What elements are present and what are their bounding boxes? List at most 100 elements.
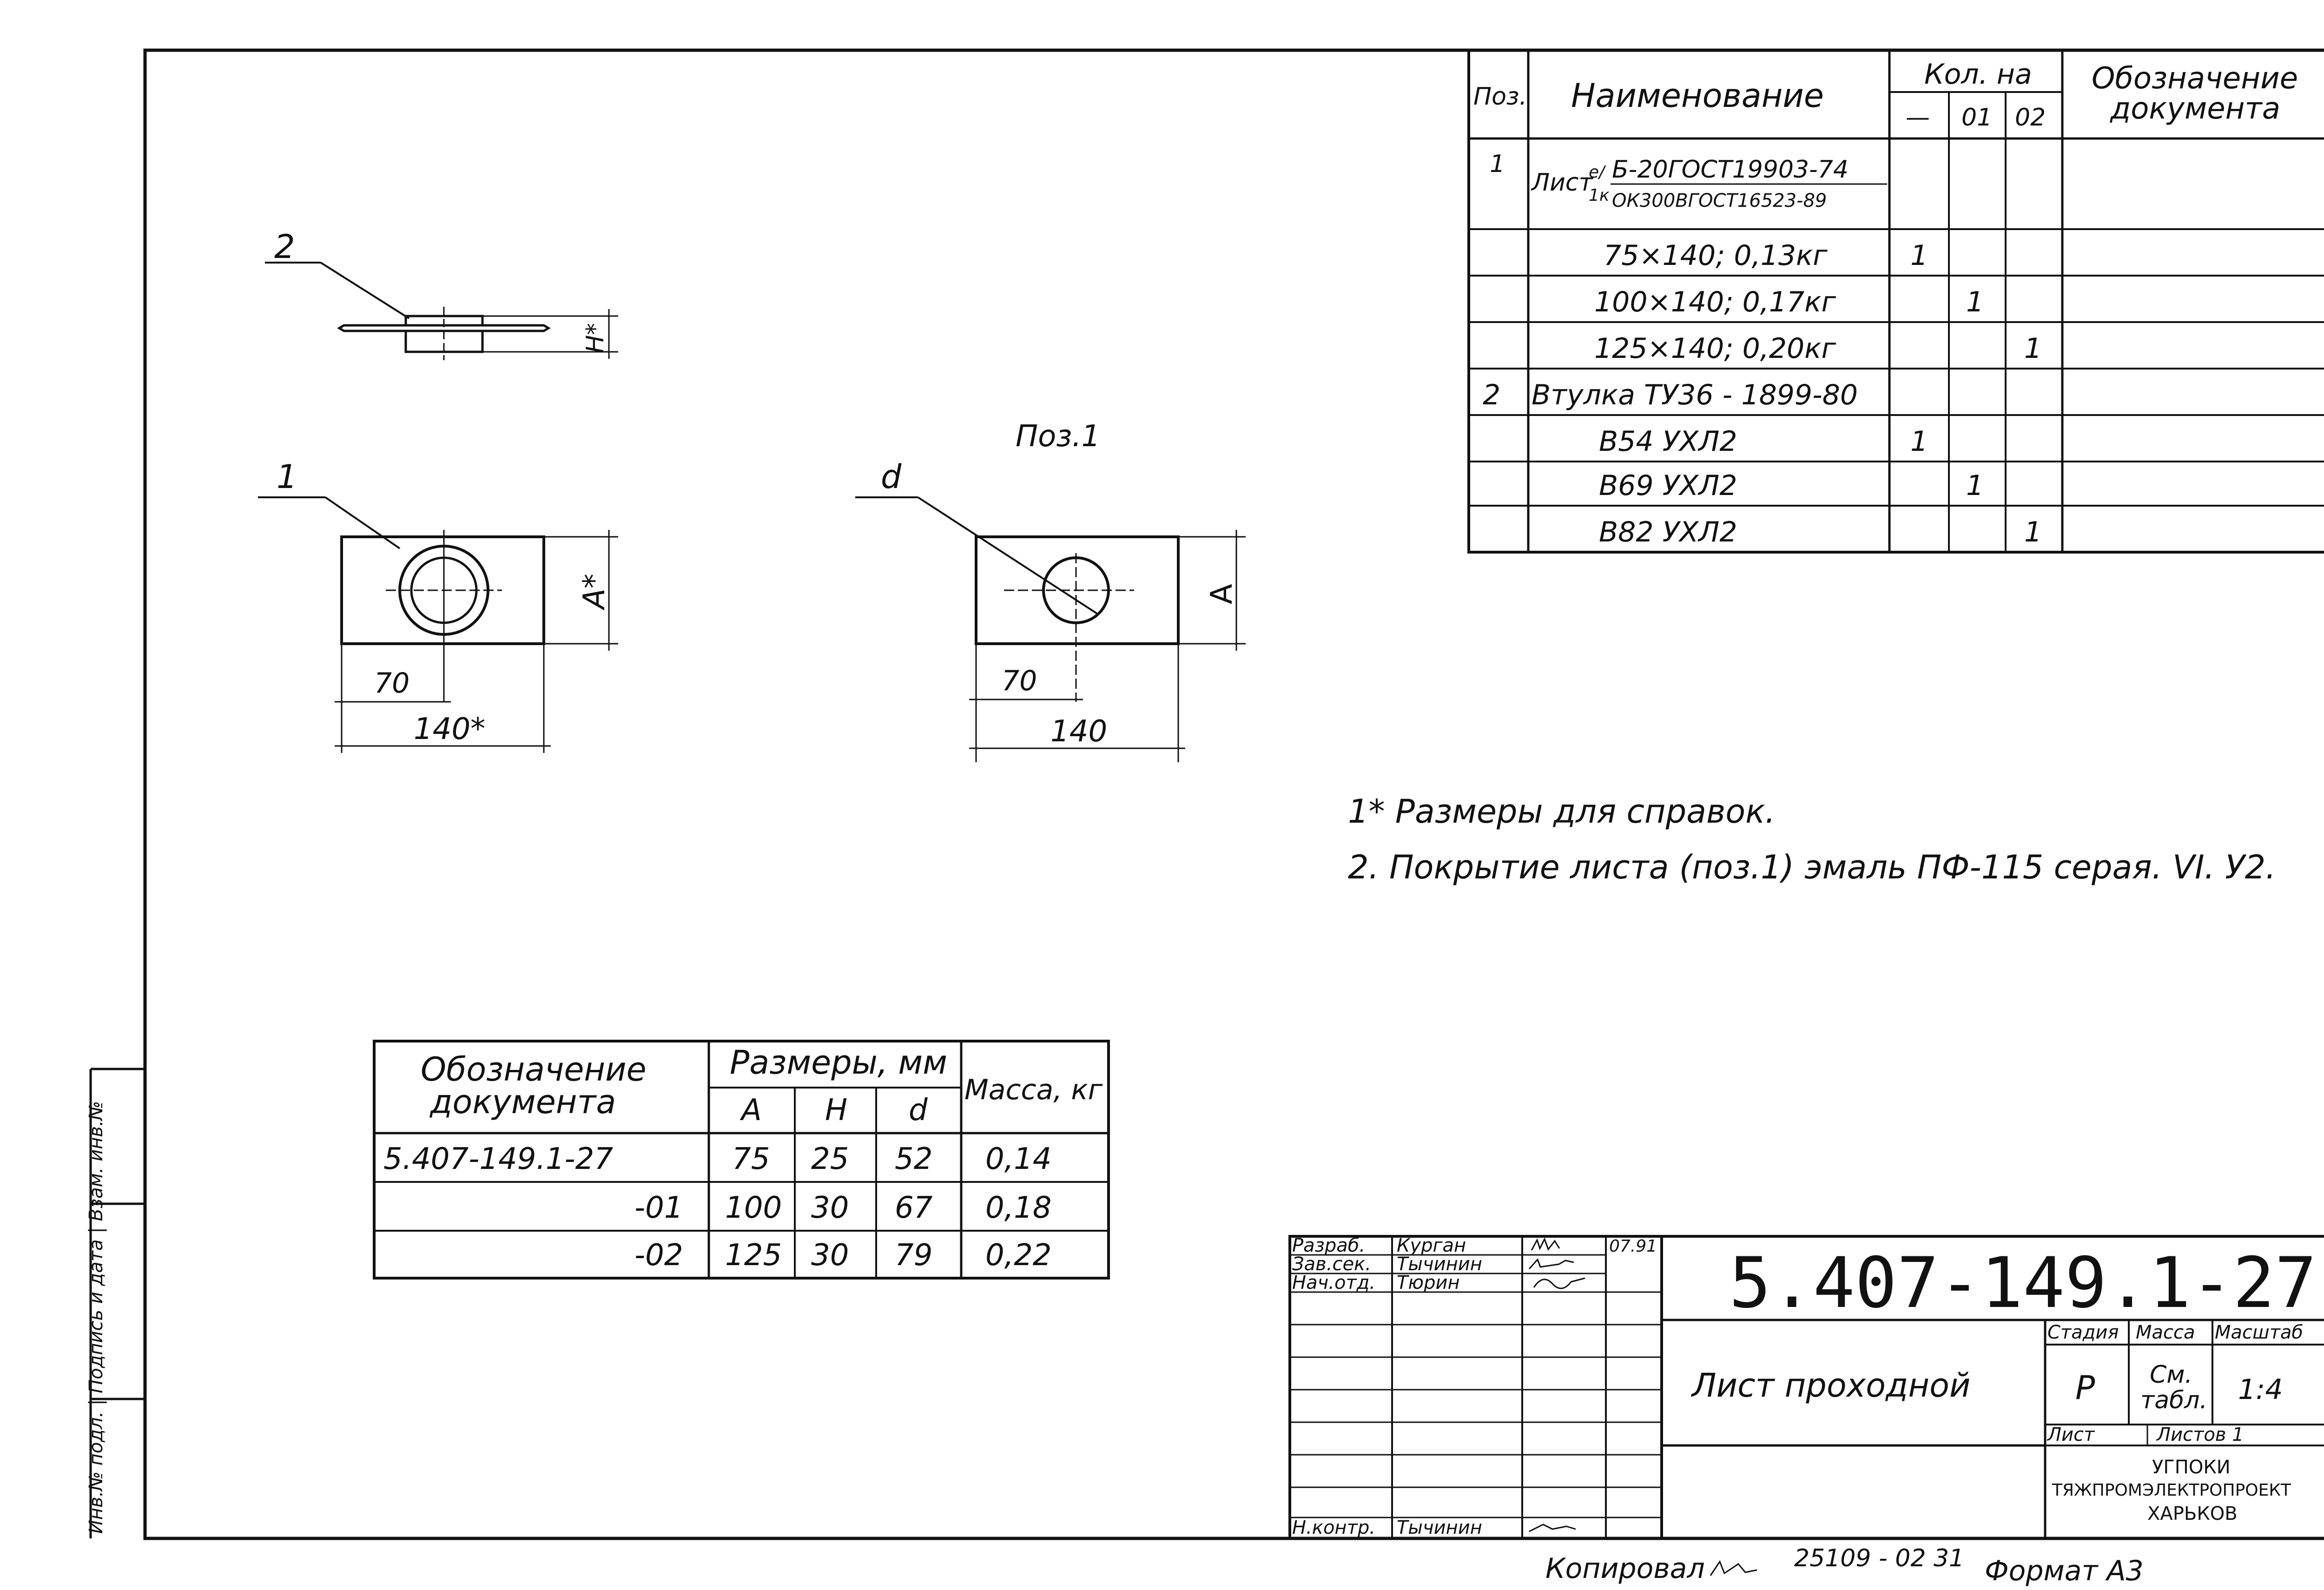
sign-date: 07.91 bbox=[1609, 1237, 1657, 1256]
spec-row-name: В69 УХЛ2 bbox=[1599, 469, 1737, 502]
dim-a-star-label: А* bbox=[577, 574, 612, 611]
sign-role: Зав.сек. bbox=[1292, 1254, 1371, 1275]
dim-header-doc: Обозначение bbox=[421, 1050, 647, 1089]
spec-row-name: В82 УХЛ2 bbox=[1599, 516, 1737, 548]
dim-row-mass: 0,22 bbox=[985, 1238, 1052, 1273]
spec-header-name: Наименование bbox=[1571, 77, 1824, 115]
spec-row-name-bottom: ОК300ВГОСТ16523-89 bbox=[1612, 190, 1827, 211]
dim-row-a: 75 bbox=[732, 1142, 770, 1176]
spec-row-name: Лист bbox=[1531, 169, 1593, 197]
sign-name: Тюрин bbox=[1397, 1272, 1460, 1293]
spec-row-fraction-top: е/ bbox=[1589, 163, 1606, 182]
dim-row-doc: -01 bbox=[634, 1191, 683, 1225]
dim-row-mass: 0,18 bbox=[985, 1191, 1052, 1225]
dim-header-h: Н bbox=[825, 1093, 847, 1128]
spec-header-pos: Поз. bbox=[1473, 83, 1527, 111]
scale-label: Масштаб bbox=[2215, 1322, 2303, 1343]
leader-label-2: 2 bbox=[274, 228, 295, 266]
dim-row-h: 30 bbox=[811, 1191, 849, 1225]
document-code: 5.407-149.1-27 bbox=[1729, 1243, 2317, 1324]
dim-140-star-label: 140* bbox=[414, 712, 485, 746]
spec-header-doc: Обозначение bbox=[2092, 61, 2298, 96]
org-line-1: УГПОКИ bbox=[2152, 1457, 2231, 1478]
signature-scribble bbox=[1529, 1524, 1576, 1532]
spec-row-fraction-bottom: 1к bbox=[1589, 186, 1610, 205]
copier-signature bbox=[1710, 1560, 1757, 1576]
signature-scribble bbox=[1528, 1258, 1574, 1270]
dim-row-h: 25 bbox=[811, 1142, 849, 1176]
dim-header-a: А bbox=[739, 1093, 762, 1128]
mass-value: табл. bbox=[2140, 1386, 2207, 1414]
org-line-3: ХАРЬКОВ bbox=[2147, 1503, 2238, 1524]
spec-row-qty: 1 bbox=[1910, 239, 1928, 272]
spec-row-qty: 1 bbox=[2024, 332, 2042, 365]
note-2: 2. Покрытие листа (поз.1) эмаль ПФ-115 с… bbox=[1348, 848, 2276, 886]
dim-140-label: 140 bbox=[1050, 714, 1107, 749]
dim-header-sizes: Размеры, мм bbox=[730, 1043, 947, 1082]
sheet-frame bbox=[143, 48, 2324, 1540]
sign-role: Разраб. bbox=[1292, 1235, 1365, 1256]
scale-value: 1:4 bbox=[2238, 1373, 2283, 1406]
spec-row-pos: 2 bbox=[1483, 379, 1500, 411]
spec-header-qty-01: 01 bbox=[1961, 104, 1992, 132]
stage-label: Стадия bbox=[2047, 1322, 2119, 1343]
dim-row-d: 79 bbox=[895, 1238, 932, 1273]
spec-header-doc: документа bbox=[2110, 92, 2280, 126]
plan-view-right: Поз.1 d А 70 140 bbox=[855, 419, 1246, 762]
sign-name: Тычинин bbox=[1397, 1254, 1482, 1275]
spec-row-name: 125×140; 0,20кг bbox=[1594, 332, 1836, 365]
footer-format: Формат А3 bbox=[1985, 1555, 2144, 1587]
spec-row-pos: 1 bbox=[1490, 150, 1505, 178]
spec-row-name: 100×140; 0,17кг bbox=[1594, 286, 1836, 318]
dim-row-mass: 0,14 bbox=[985, 1142, 1052, 1176]
dim-row-doc: -02 bbox=[634, 1238, 683, 1273]
dim-70-label: 70 bbox=[1002, 665, 1037, 697]
plate-side bbox=[337, 324, 551, 332]
plate-outline bbox=[975, 535, 1180, 645]
side-stamp-text: Инв.№ подл. | Подпись и дата | Взам. инв… bbox=[86, 1101, 107, 1534]
sign-name: Курган bbox=[1397, 1235, 1466, 1256]
dim-row-a: 125 bbox=[725, 1238, 782, 1273]
spec-header-qty-dash: — bbox=[1906, 104, 1930, 132]
dim-row-h: 30 bbox=[811, 1238, 849, 1273]
signature-scribble bbox=[1533, 1277, 1585, 1289]
dim-header-doc: документа bbox=[429, 1083, 616, 1121]
sign-role: Н.контр. bbox=[1292, 1517, 1375, 1538]
dim-row-a: 100 bbox=[725, 1191, 782, 1225]
plate-outline bbox=[340, 535, 545, 645]
dim-row-doc: 5.407-149.1-27 bbox=[383, 1142, 613, 1176]
leader-line bbox=[320, 262, 410, 319]
side-view: 2 Н* bbox=[265, 228, 618, 360]
signature-scribble bbox=[1531, 1237, 1560, 1251]
spec-row-qty: 1 bbox=[1910, 425, 1928, 458]
dim-table: Обозначение документа Размеры, мм А Н d … bbox=[373, 1040, 1110, 1280]
spec-row-qty: 1 bbox=[1966, 286, 1984, 318]
spec-row-name: 75×140; 0,13кг bbox=[1604, 239, 1828, 272]
leader-label-d: d bbox=[881, 458, 902, 496]
mass-label: Масса bbox=[2136, 1322, 2195, 1343]
org-line-2: ТЯЖПРОМЭЛЕКТРОПРОЕКТ bbox=[2052, 1481, 2291, 1500]
footer-copied: Копировал bbox=[1545, 1552, 1705, 1585]
sign-name: Тычинин bbox=[1397, 1517, 1482, 1538]
dim-row-d: 52 bbox=[895, 1142, 932, 1176]
dim-table-border bbox=[373, 1040, 1110, 1280]
stage-value: Р bbox=[2075, 1369, 2095, 1407]
dim-h-label: Н* bbox=[581, 323, 609, 353]
spec-header-qty: Кол. на bbox=[1924, 58, 2032, 91]
title-block-border bbox=[1288, 1235, 2324, 1540]
spec-row-qty: 1 bbox=[1966, 469, 1984, 502]
spec-table: Поз. Наименование Кол. на — 01 02 Обозна… bbox=[1467, 49, 2324, 554]
spec-row-name: В54 УХЛ2 bbox=[1599, 425, 1737, 458]
leader-line bbox=[917, 496, 1098, 614]
note-1: 1* Размеры для справок. bbox=[1348, 792, 1776, 831]
document-name: Лист проходной bbox=[1690, 1366, 1970, 1405]
sheets-label: Листов 1 bbox=[2156, 1424, 2244, 1445]
spec-row-qty: 1 bbox=[2024, 516, 2042, 548]
dim-a-label: А bbox=[1205, 584, 1239, 604]
leader-label-1: 1 bbox=[277, 458, 297, 496]
footer-order: 25109 - 02 31 bbox=[1794, 1544, 1964, 1572]
spec-row-name: Втулка ТУ36 - 1899-80 bbox=[1532, 379, 1858, 411]
dim-row-d: 67 bbox=[895, 1191, 933, 1225]
dim-header-d: d bbox=[909, 1093, 928, 1128]
